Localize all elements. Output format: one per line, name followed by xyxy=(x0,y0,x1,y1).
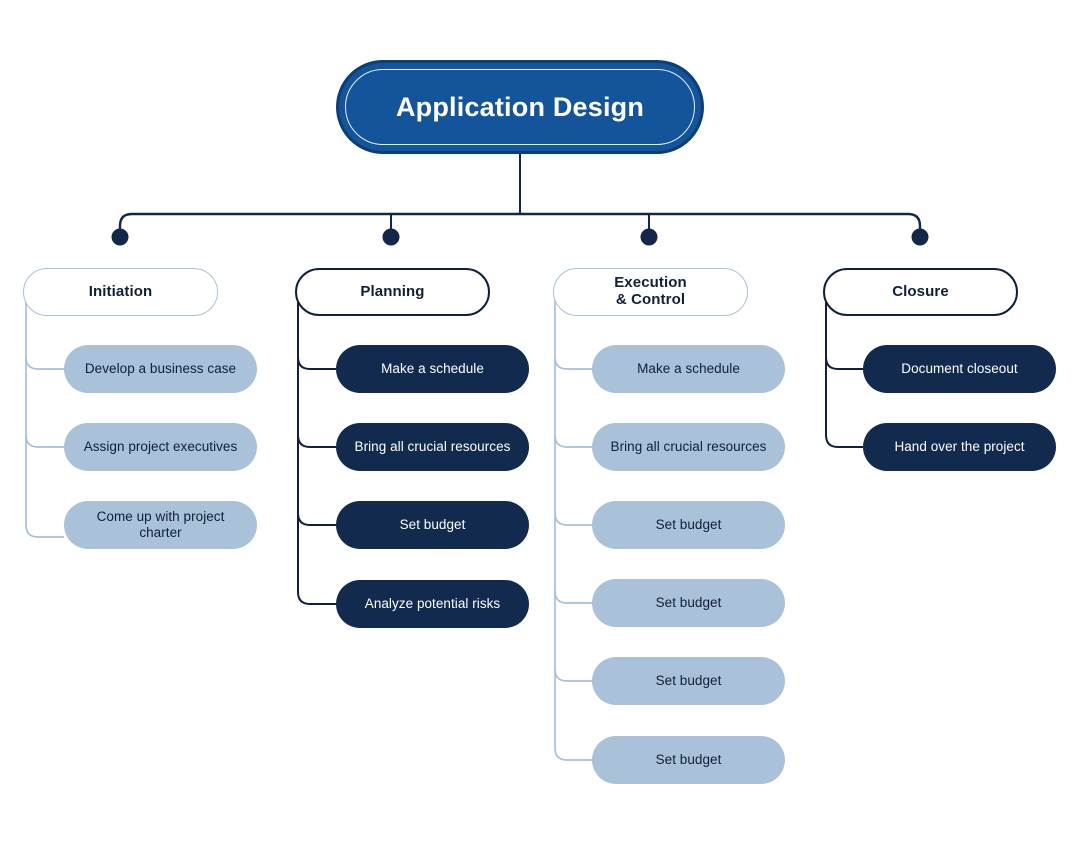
task-pill-label: Come up with project charter xyxy=(96,509,225,540)
column-header-closure-label: Closure xyxy=(892,282,949,300)
task-pill[interactable]: Analyze potential risks xyxy=(336,580,529,628)
distribution-bus xyxy=(118,212,922,236)
elbow-execution-3 xyxy=(554,512,592,526)
task-pill[interactable]: Set budget xyxy=(592,736,785,784)
column-header-initiation-label: Initiation xyxy=(88,282,153,300)
task-pill[interactable]: Come up with project charter xyxy=(64,501,257,549)
task-pill[interactable]: Set budget xyxy=(592,579,785,627)
task-pill[interactable]: Assign project executives xyxy=(64,423,257,471)
task-pill[interactable]: Set budget xyxy=(592,501,785,549)
task-pill-label: Make a schedule xyxy=(381,361,484,377)
task-pill[interactable]: Make a schedule xyxy=(336,345,529,393)
column-spine-initiation xyxy=(25,292,64,538)
task-pill-label: Make a schedule xyxy=(637,361,740,377)
task-pill-label: Hand over the project xyxy=(894,439,1025,455)
task-pill-label: Analyze potential risks xyxy=(364,596,501,612)
column-header-planning-label: Planning xyxy=(360,282,425,300)
elbow-planning-1 xyxy=(297,356,336,370)
elbow-execution-2 xyxy=(554,434,592,448)
elbow-planning-3 xyxy=(297,512,336,526)
elbow-planning-2 xyxy=(297,434,336,448)
task-pill-label: Set budget xyxy=(655,517,722,533)
task-pill-label: Set budget xyxy=(655,752,722,768)
task-pill-label: Set budget xyxy=(399,517,466,533)
task-pill-label: Set budget xyxy=(655,595,722,611)
connector-dot-initiation xyxy=(111,228,129,246)
task-pill-label: Develop a business case xyxy=(84,361,237,377)
task-pill-label: Bring all crucial resources xyxy=(610,439,767,455)
task-pill[interactable]: Set budget xyxy=(592,657,785,705)
task-pill-label: Document closeout xyxy=(901,361,1018,377)
column-header-closure[interactable]: Closure xyxy=(823,268,1018,316)
task-pill[interactable]: Document closeout xyxy=(863,345,1056,393)
task-pill-label: Assign project executives xyxy=(83,439,238,455)
elbow-initiation-2 xyxy=(25,434,64,448)
elbow-initiation-1 xyxy=(25,356,64,370)
column-header-execution-line1: Execution xyxy=(614,274,687,292)
elbow-execution-4 xyxy=(554,590,592,604)
task-pill[interactable]: Bring all crucial resources xyxy=(336,423,529,471)
task-pill[interactable]: Develop a business case xyxy=(64,345,257,393)
column-header-execution-label: Execution & Control xyxy=(614,274,687,309)
column-spine-execution xyxy=(554,292,592,761)
elbow-execution-1 xyxy=(554,356,592,370)
task-pill[interactable]: Set budget xyxy=(336,501,529,549)
connector-dot-execution xyxy=(640,228,658,246)
column-header-execution-line2: & Control xyxy=(615,291,686,308)
root-node-label: Application Design xyxy=(395,91,645,122)
elbow-closure-1 xyxy=(825,356,863,370)
task-pill-label: Set budget xyxy=(655,673,722,689)
root-node[interactable]: Application Design xyxy=(336,60,704,154)
task-pill[interactable]: Hand over the project xyxy=(863,423,1056,471)
task-pill-label: Bring all crucial resources xyxy=(354,439,511,455)
task-pill[interactable]: Make a schedule xyxy=(592,345,785,393)
column-header-initiation[interactable]: Initiation xyxy=(23,268,218,316)
column-header-execution[interactable]: Execution & Control xyxy=(553,268,748,316)
task-pill[interactable]: Bring all crucial resources xyxy=(592,423,785,471)
column-header-planning[interactable]: Planning xyxy=(295,268,490,316)
connector-dot-planning xyxy=(382,228,400,246)
column-spine-planning xyxy=(297,292,336,605)
connector-dot-closure xyxy=(911,228,929,246)
elbow-execution-5 xyxy=(554,668,592,682)
